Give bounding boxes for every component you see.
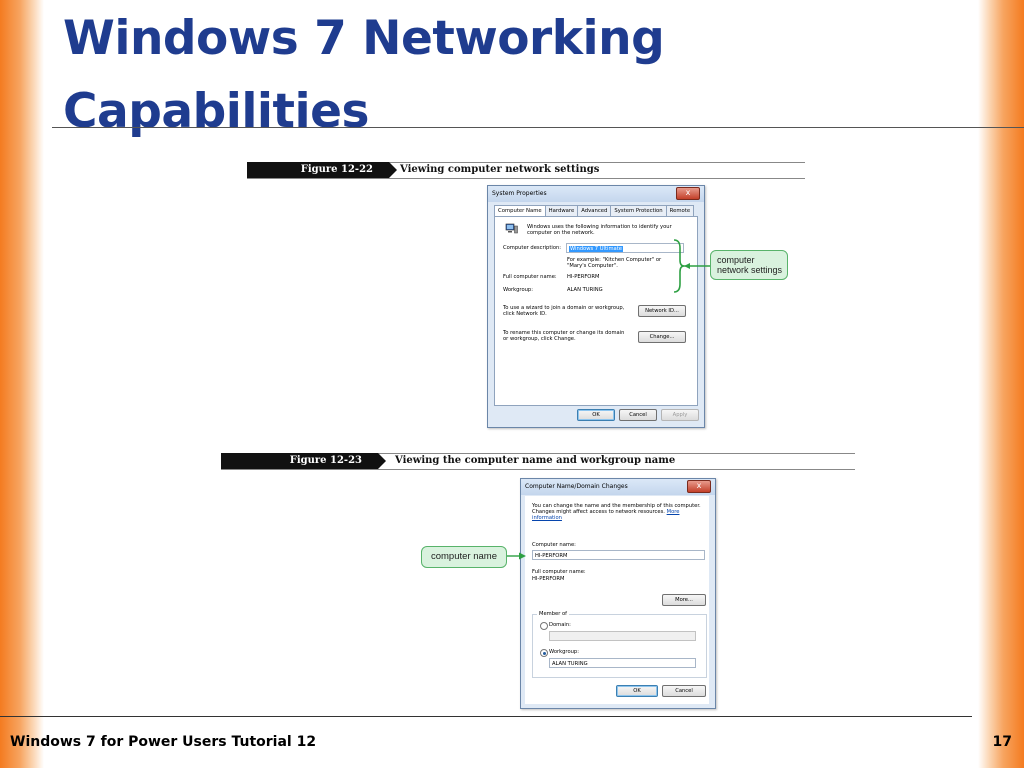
full-name-value: HI-PERFORM	[532, 576, 565, 582]
computer-name-label: Computer name:	[532, 542, 576, 548]
domain-label: Domain:	[549, 622, 571, 628]
apply-button[interactable]: Apply	[661, 409, 699, 421]
cancel-button[interactable]: Cancel	[662, 685, 706, 697]
figure-12-22-caption-bar: Figure 12-22 Viewing computer network se…	[247, 162, 805, 179]
computer-icon	[505, 223, 518, 234]
figure-number: Figure 12-23	[221, 453, 386, 469]
dialog-title: Computer Name/Domain Changes	[521, 479, 715, 495]
dialog-body: You can change the name and the membersh…	[525, 496, 709, 704]
tab-remote[interactable]: Remote	[665, 205, 695, 217]
description-label: Computer description:	[503, 245, 562, 251]
left-decorative-stripe	[0, 0, 44, 768]
workgroup-value: ALAN TURING	[567, 287, 603, 293]
title-line-2: Capabilities	[63, 84, 369, 139]
ok-button[interactable]: OK	[577, 409, 615, 421]
figure-caption: Viewing computer network settings	[400, 164, 600, 175]
computer-name-input[interactable]: HI-PERFORM	[532, 550, 705, 560]
change-button[interactable]: Change...	[638, 331, 686, 343]
right-decorative-stripe	[978, 0, 1024, 768]
cancel-button[interactable]: Cancel	[619, 409, 657, 421]
title-divider	[52, 127, 1024, 128]
computer-name-callout: computer name	[421, 546, 507, 568]
callout-text: computer network settings	[717, 255, 783, 275]
radio-selected-dot	[542, 651, 546, 655]
caption-top-rule	[247, 162, 805, 163]
title-line-1: Windows 7 Networking	[63, 11, 665, 66]
workgroup-radio[interactable]	[540, 649, 548, 657]
caption-bottom-rule	[221, 469, 855, 470]
domain-input[interactable]	[549, 631, 696, 641]
rename-text: To rename this computer or change its do…	[503, 330, 625, 343]
footer-course-title: Windows 7 for Power Users Tutorial 12	[10, 734, 317, 750]
dialog-title: System Properties	[488, 186, 704, 202]
computer-name-panel: Windows uses the following information t…	[494, 216, 698, 406]
close-button[interactable]: x	[687, 480, 711, 493]
close-button[interactable]: x	[676, 187, 700, 200]
workgroup-label: Workgroup:	[549, 649, 579, 655]
full-name-label: Full computer name:	[503, 274, 557, 280]
full-name-value: HI-PERFORM	[567, 274, 600, 280]
domain-radio[interactable]	[540, 622, 548, 630]
footer-divider	[0, 716, 972, 717]
more-information-link[interactable]: More information	[532, 509, 680, 522]
slide-page-number: 17	[992, 734, 1012, 750]
intro-sentence: You can change the name and the membersh…	[532, 503, 701, 516]
description-value: Windows 7 Ultimate	[569, 246, 623, 252]
caption-bottom-rule	[247, 178, 805, 179]
slide-title: Windows 7 Networking Capabilities	[63, 2, 763, 148]
callout-text: computer name	[430, 551, 497, 562]
computer-name-domain-changes-dialog: Computer Name/Domain Changes x You can c…	[520, 478, 716, 709]
full-name-label: Full computer name:	[532, 569, 586, 575]
computer-name-arrow	[504, 552, 526, 560]
figure-12-23-caption-bar: Figure 12-23 Viewing the computer name a…	[221, 453, 855, 470]
example-text: For example: "Kitchen Computer" or "Mary…	[567, 257, 662, 270]
intro-text: You can change the name and the membersh…	[532, 503, 708, 522]
caption-top-rule	[221, 453, 855, 454]
computer-description-input[interactable]: Windows 7 Ultimate	[566, 243, 684, 253]
network-settings-callout: computer network settings	[710, 250, 788, 280]
figure-number: Figure 12-22	[247, 162, 397, 178]
network-settings-bracket	[673, 239, 710, 293]
tab-strip: Computer Name Hardware Advanced System P…	[494, 205, 695, 218]
workgroup-label: Workgroup:	[503, 287, 533, 293]
member-of-label: Member of	[537, 611, 569, 618]
member-of-group	[532, 614, 707, 678]
workgroup-input[interactable]: ALAN TURING	[549, 658, 696, 668]
ok-button[interactable]: OK	[616, 685, 658, 697]
more-button[interactable]: More...	[662, 594, 706, 606]
network-id-button[interactable]: Network ID...	[638, 305, 686, 317]
intro-text: Windows uses the following information t…	[527, 224, 672, 237]
system-properties-dialog: System Properties x Computer Name Hardwa…	[487, 185, 705, 428]
wizard-text: To use a wizard to join a domain or work…	[503, 305, 625, 318]
figure-caption: Viewing the computer name and workgroup …	[395, 455, 676, 466]
